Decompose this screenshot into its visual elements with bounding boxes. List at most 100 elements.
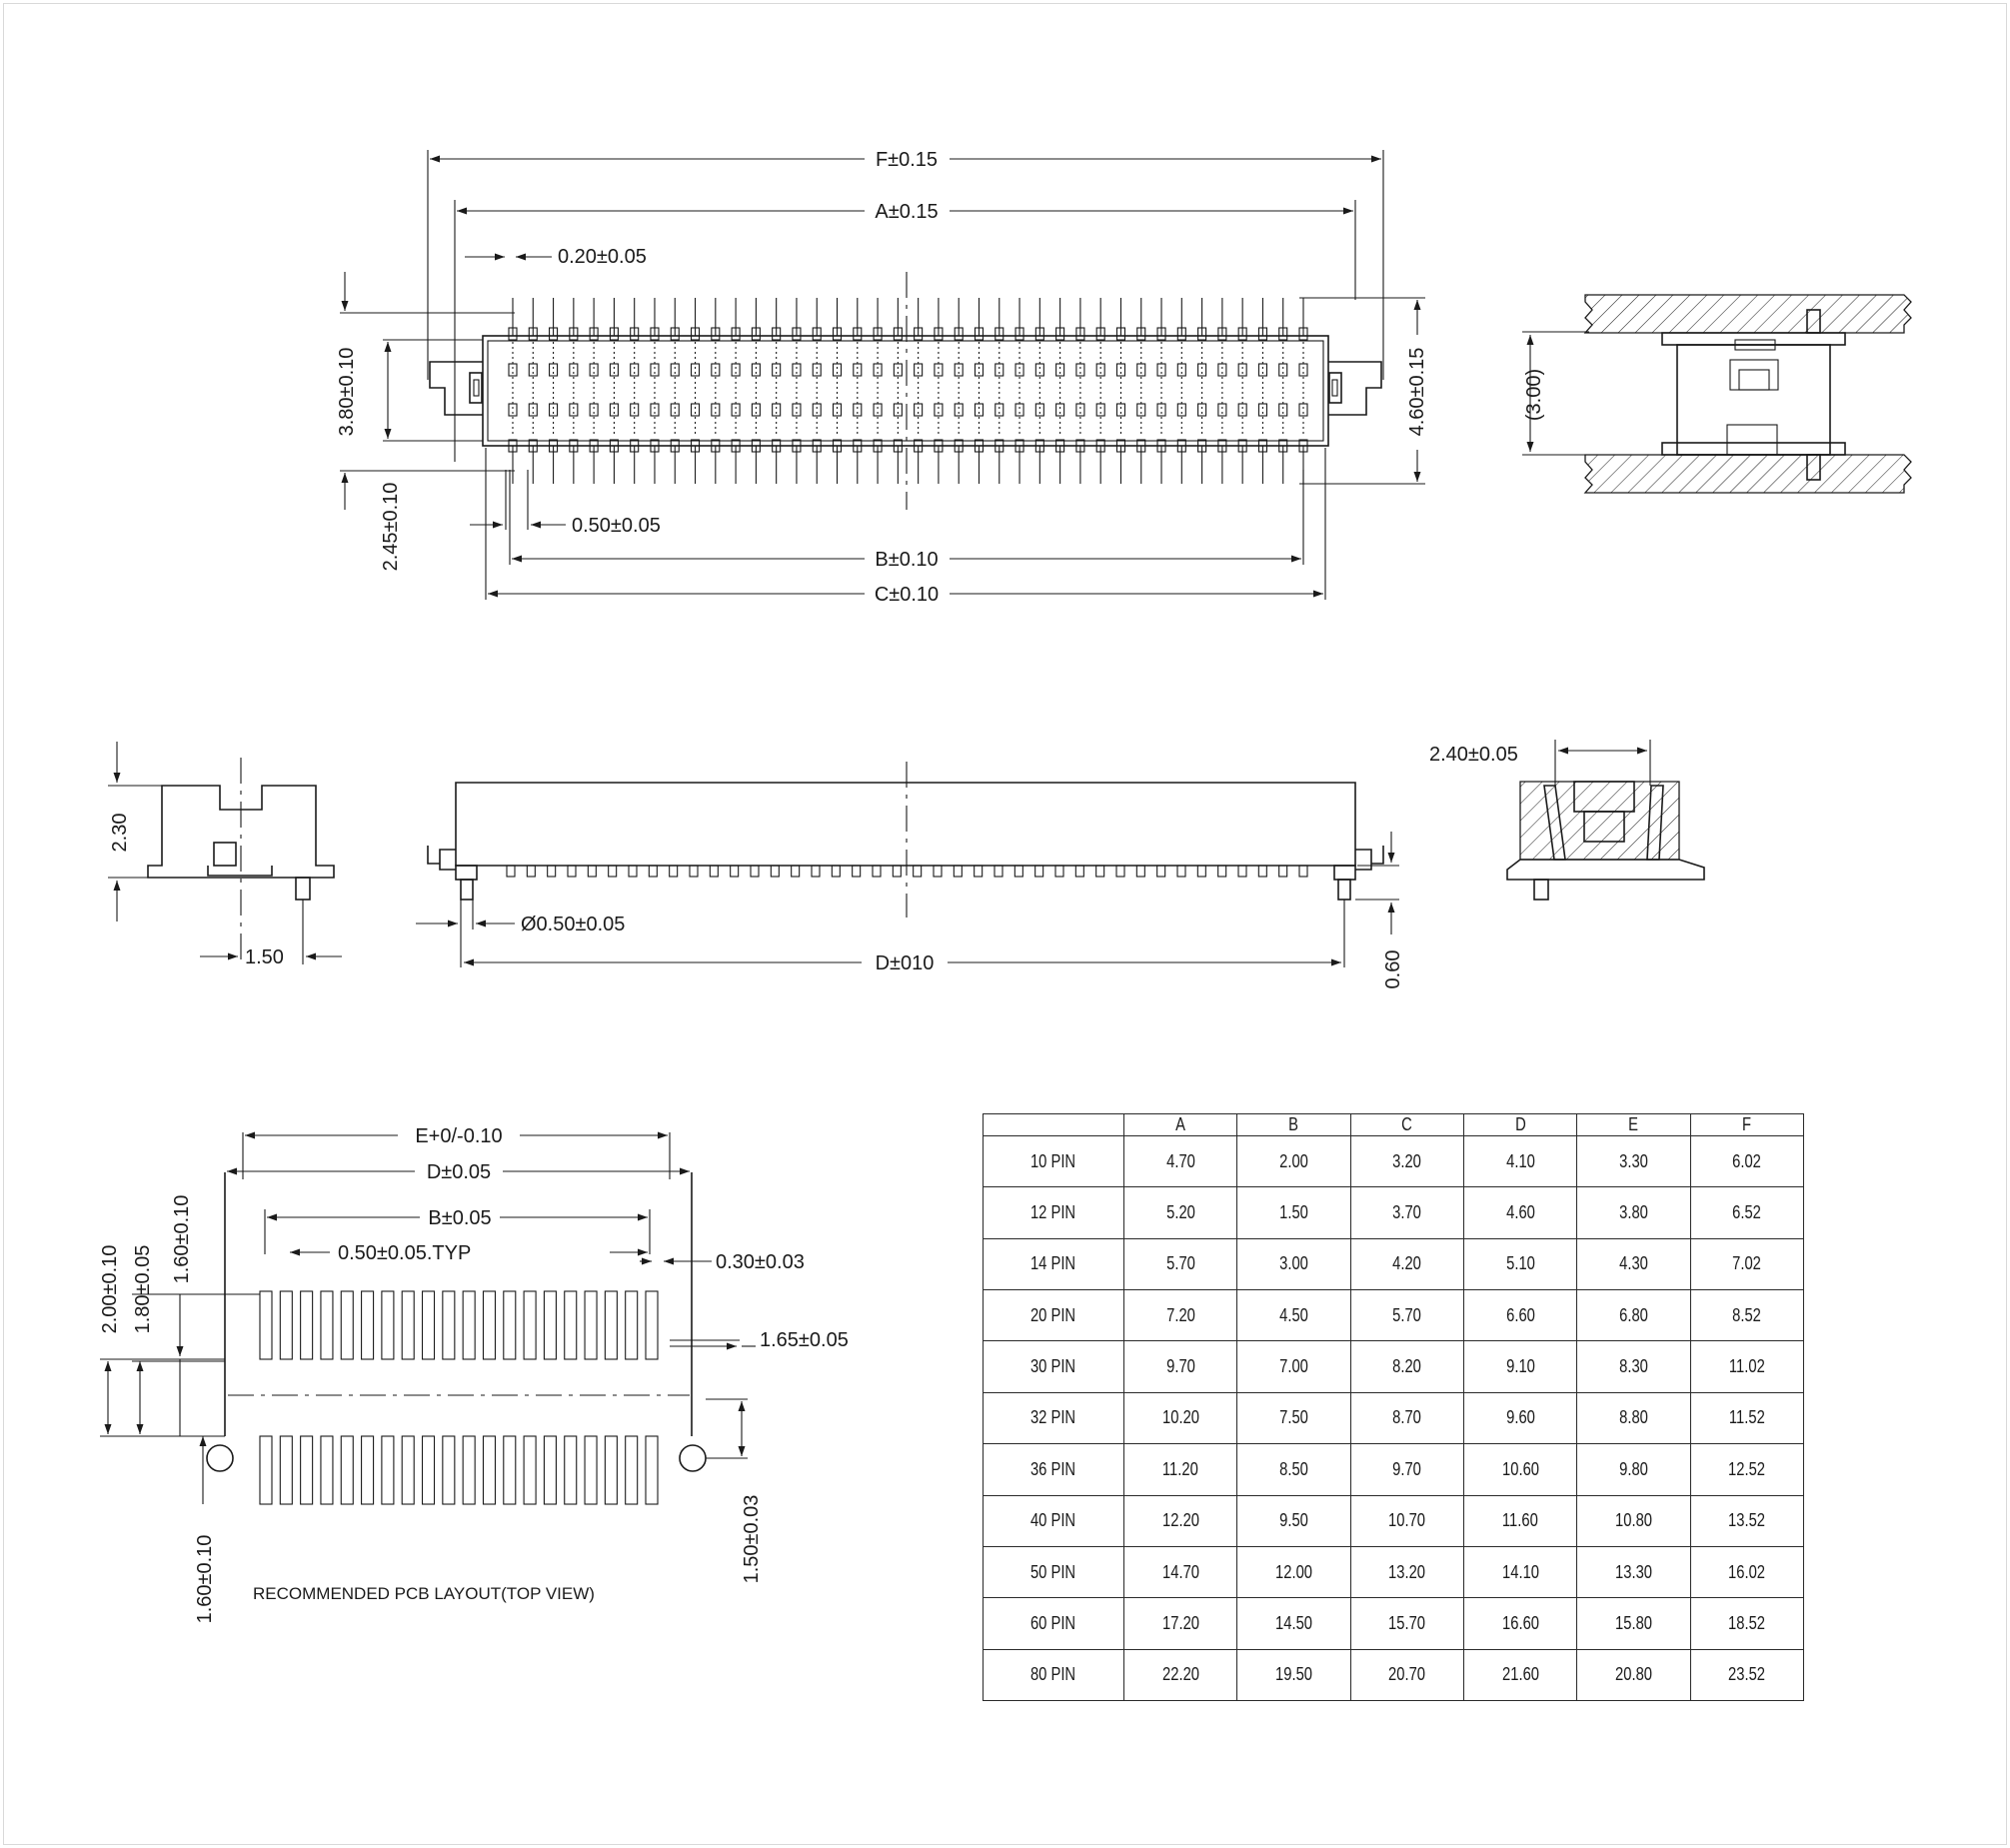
pin-contact (1115, 363, 1126, 377)
table-header-row: A B C D E F (983, 1113, 1805, 1136)
dim-end-height: 2.30 (109, 814, 131, 853)
pin-contact (792, 403, 802, 417)
pin-tail (770, 865, 780, 878)
pin-contact (1217, 439, 1227, 453)
pin-contact (873, 439, 883, 453)
pin-contact (873, 403, 883, 417)
table-cell: 21.60 (1462, 1648, 1578, 1702)
pin-contact (812, 439, 822, 453)
table-header-cell: E (1576, 1113, 1691, 1136)
pcb-pad (320, 1435, 334, 1505)
dim-pin-width: 0.20±0.05 (558, 246, 647, 268)
drawing-frame (3, 3, 2007, 1845)
dim-pcb-e: E+0/-0.10 (415, 1125, 502, 1147)
pin-contact (711, 439, 721, 453)
pin-contact (1115, 403, 1126, 417)
pcb-pad (462, 1290, 476, 1360)
table-row-label: 30 PIN (983, 1340, 1124, 1393)
pcb-pad (625, 1435, 639, 1505)
table-cell: 7.20 (1122, 1289, 1238, 1342)
pin-contact (893, 403, 903, 417)
pin-contact (974, 439, 985, 453)
pin-contact (731, 327, 741, 341)
pin-contact (1217, 403, 1227, 417)
pcb-pad (503, 1435, 517, 1505)
pin-contact (751, 363, 761, 377)
pin-contact (812, 363, 822, 377)
table-cell: 5.70 (1122, 1237, 1238, 1291)
table-cell: 18.52 (1689, 1597, 1805, 1650)
pcb-layout-note: RECOMMENDED PCB LAYOUT(TOP VIEW) (253, 1584, 595, 1603)
pin-contact (1014, 363, 1024, 377)
pcb-pad (361, 1290, 375, 1360)
pin-contact (711, 363, 721, 377)
dim-f: F±0.15 (876, 149, 938, 171)
table-cell: 4.70 (1122, 1134, 1238, 1188)
table-cell: 11.52 (1689, 1391, 1805, 1445)
pin-contact (549, 403, 559, 417)
dim-pcb-b: B±0.05 (428, 1207, 491, 1229)
pcb-pad (259, 1290, 273, 1360)
pin-contact (670, 327, 680, 341)
pcb-pad (584, 1290, 598, 1360)
pcb-pad (421, 1435, 436, 1505)
pin-contact (1197, 363, 1207, 377)
pin-contact (508, 403, 518, 417)
table-cell: 11.20 (1122, 1443, 1238, 1496)
pin-contact (934, 363, 944, 377)
table-cell: 5.70 (1349, 1289, 1464, 1342)
pin-contact (528, 439, 538, 453)
pin-contact (589, 403, 599, 417)
pin-contact (914, 327, 924, 341)
pin-tail (933, 865, 943, 878)
pin-contact (670, 439, 680, 453)
pcb-pad (604, 1290, 618, 1360)
pin-contact (569, 327, 579, 341)
table-header-cell: F (1689, 1113, 1805, 1136)
pin-contact (609, 363, 619, 377)
pin-contact (630, 403, 640, 417)
table-header-cell: D (1462, 1113, 1578, 1136)
pin-contact (934, 403, 944, 417)
pin-contact (711, 327, 721, 341)
pin-tail (689, 865, 699, 878)
table-row-label: 12 PIN (983, 1186, 1124, 1239)
pin-contact (1075, 439, 1085, 453)
pcb-pad (381, 1435, 395, 1505)
table-cell: 5.10 (1462, 1237, 1578, 1291)
pin-contact (1257, 403, 1267, 417)
dim-a: A±0.15 (875, 201, 938, 223)
table-cell: 4.30 (1576, 1237, 1691, 1291)
pin-contact (650, 363, 660, 377)
table-cell: 7.00 (1236, 1340, 1351, 1393)
pin-contact (751, 439, 761, 453)
pin-contact (751, 327, 761, 341)
pin-contact (569, 439, 579, 453)
pin-contact (1176, 403, 1186, 417)
table-header-cell: C (1349, 1113, 1464, 1136)
table-cell: 10.20 (1122, 1391, 1238, 1445)
pin-contact (1156, 327, 1166, 341)
pin-contact (1115, 327, 1126, 341)
table-cell: 13.52 (1689, 1494, 1805, 1547)
pin-contact (1034, 439, 1044, 453)
pin-contact (731, 403, 741, 417)
pin-contact (1095, 363, 1105, 377)
pin-contact (1075, 363, 1085, 377)
dim-d: D±010 (876, 952, 935, 974)
pin-contact (1156, 439, 1166, 453)
pin-contact (1278, 363, 1288, 377)
dim-pcb-h200: 2.00±0.10 (99, 1245, 121, 1334)
pin-tail (587, 865, 597, 878)
pin-tail (974, 865, 984, 878)
pin-contact (954, 439, 964, 453)
pcb-pad (300, 1435, 314, 1505)
